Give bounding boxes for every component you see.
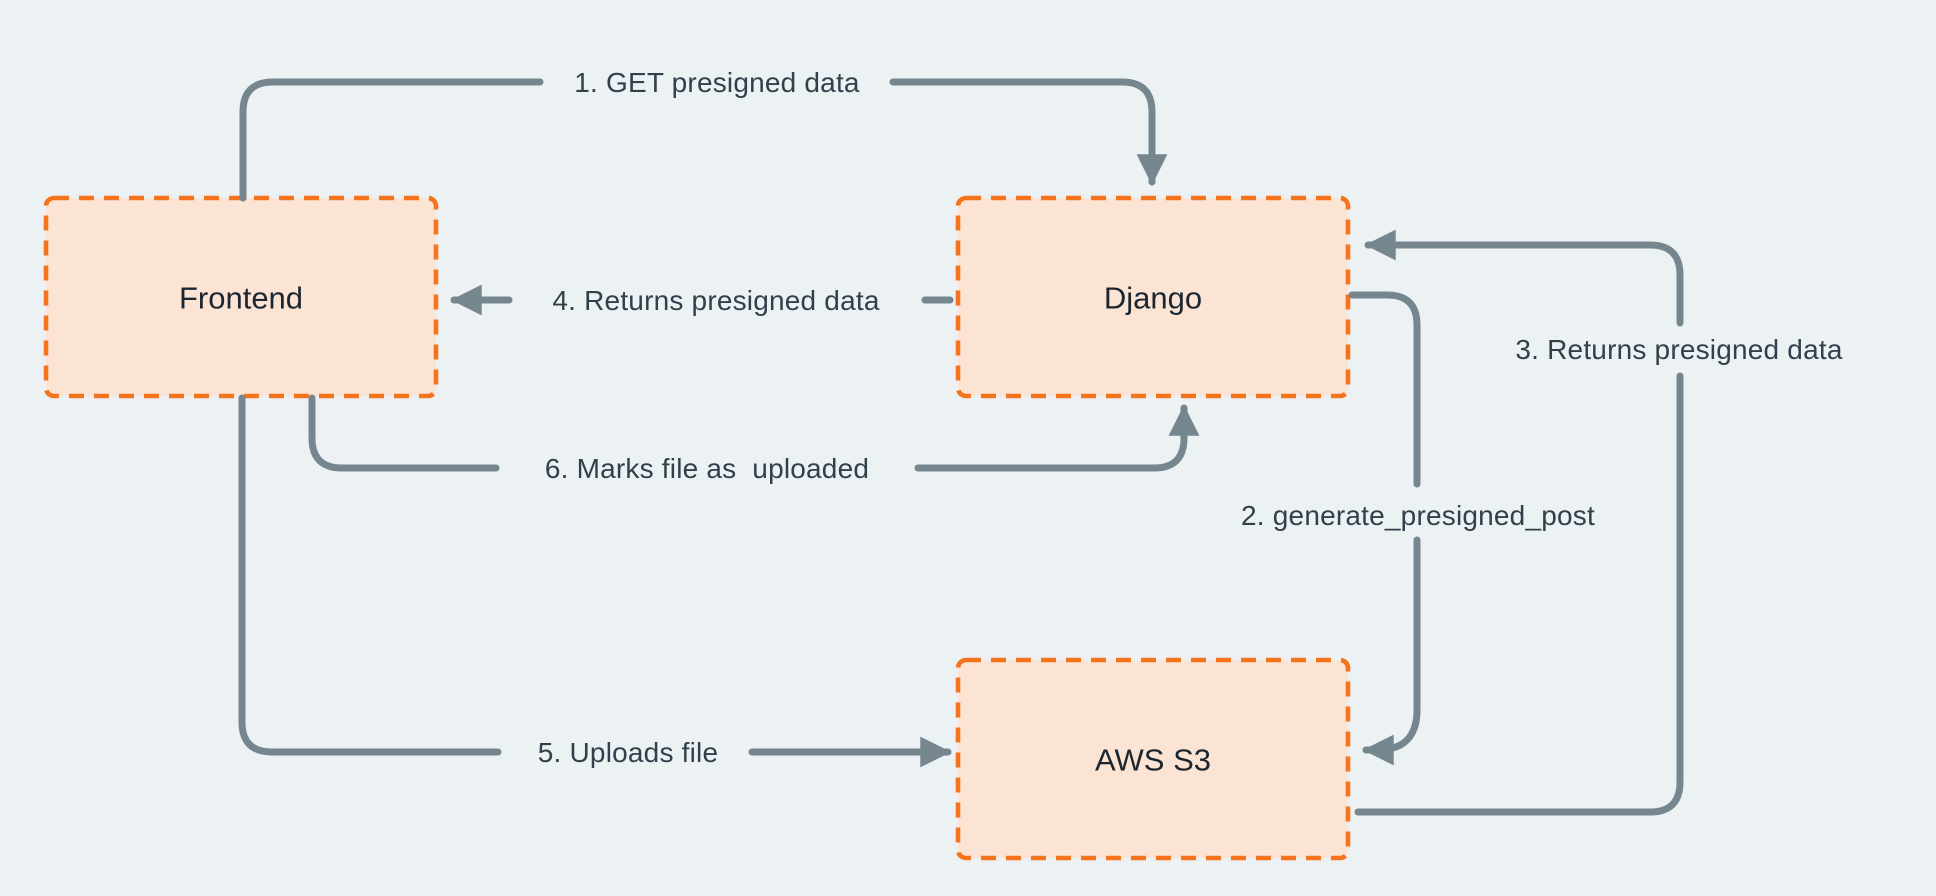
edge-6-label: 6. Marks file as uploaded <box>544 453 870 484</box>
edge-5-path-a <box>238 394 502 756</box>
aws-s3-label: AWS S3 <box>1095 742 1211 778</box>
edge-6-path-b <box>914 404 1200 472</box>
edge-1-path-b <box>889 78 1168 186</box>
edge-3-path-a <box>1354 372 1684 816</box>
edge-1-label: 1. GET presigned data <box>574 67 860 98</box>
edge-4-label: 4. Returns presigned data <box>552 285 880 316</box>
edge-paths <box>238 78 1684 816</box>
edge-3-label: 3. Returns presigned data <box>1515 334 1843 365</box>
edge-6-path-a <box>308 394 500 472</box>
edge-2-path-a <box>1348 291 1421 488</box>
edge-2-path-b <box>1362 536 1421 766</box>
edge-3-path-b <box>1364 229 1684 327</box>
aws-s3-box <box>955 657 1351 861</box>
edge-1-path-a <box>239 78 544 202</box>
edge-2-label: 2. generate_presigned_post <box>1241 500 1595 531</box>
django-box <box>955 195 1351 399</box>
edge-5-label: 5. Uploads file <box>537 737 719 768</box>
frontend-label: Frontend <box>178 280 304 316</box>
node-boxes <box>43 195 1351 861</box>
django-label: Django <box>1103 280 1203 316</box>
